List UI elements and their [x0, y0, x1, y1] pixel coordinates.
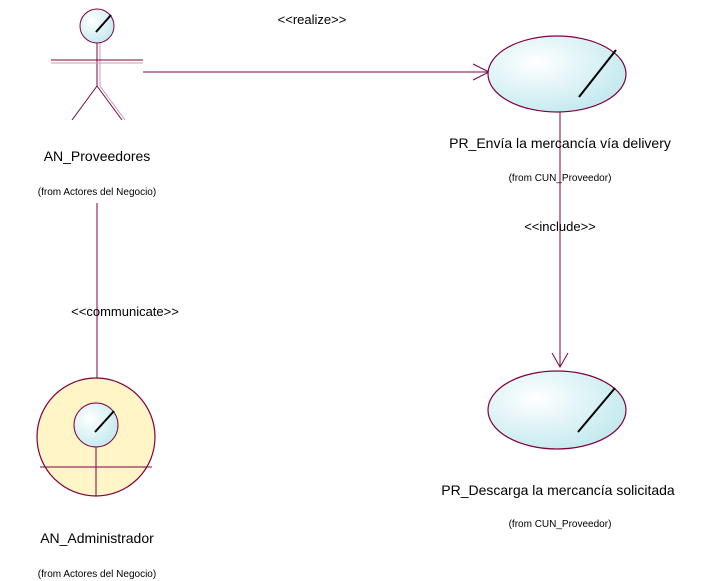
actor-from-proveedores: (from Actores del Negocio) [38, 187, 156, 198]
usecase-from-envia: (from CUN_Proveedor) [509, 173, 612, 184]
include-relation[interactable] [551, 112, 569, 369]
usecase-name-descarga: PR_Descarga la mercancía solicitada [441, 482, 675, 498]
actor-name-proveedores: AN_Proveedores [44, 148, 151, 164]
actor-from-administrador: (from Actores del Negocio) [38, 569, 156, 580]
realize-relation[interactable] [143, 63, 491, 81]
include-stereotype: <<include>> [524, 219, 596, 234]
usecase-name-envia: PR_Envía la mercancía vía delivery [449, 135, 671, 151]
usecase-from-descarga: (from CUN_Proveedor) [509, 519, 612, 530]
communicate-stereotype: <<communicate>> [71, 304, 179, 319]
realize-stereotype: <<realize>> [278, 12, 347, 27]
business-actor-icon[interactable] [51, 8, 143, 121]
business-worker-icon[interactable] [36, 377, 156, 497]
actor-name-administrador: AN_Administrador [40, 530, 154, 546]
business-use-case-icon[interactable] [487, 35, 627, 113]
business-use-case-icon[interactable] [487, 370, 627, 450]
